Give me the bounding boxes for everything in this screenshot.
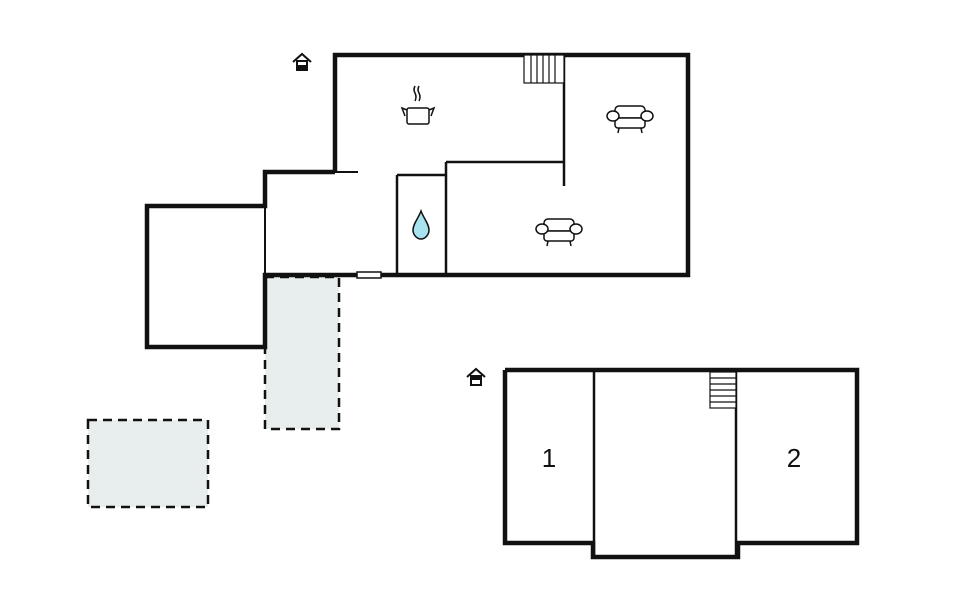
cooking-pot-icon: [400, 85, 436, 125]
armchair-icon: [535, 218, 583, 247]
armchair-icon: [606, 105, 654, 134]
house-entrance-icon: [292, 52, 312, 71]
house-entrance-icon: [466, 367, 486, 386]
exterior-wall: [502, 367, 860, 560]
staircase-icon: [709, 371, 737, 409]
room-label-1: 1: [542, 443, 556, 473]
room-label-2: 2: [787, 443, 801, 473]
patio-area: [86, 418, 210, 509]
exterior-wall: [144, 52, 691, 350]
window: [356, 271, 382, 279]
staircase-icon: [523, 54, 565, 84]
terrace-area: [263, 275, 341, 431]
upper-floor-plan: 1 2: [466, 367, 860, 560]
ground-floor-plan: [86, 52, 691, 509]
water-drop-icon: [412, 208, 430, 240]
